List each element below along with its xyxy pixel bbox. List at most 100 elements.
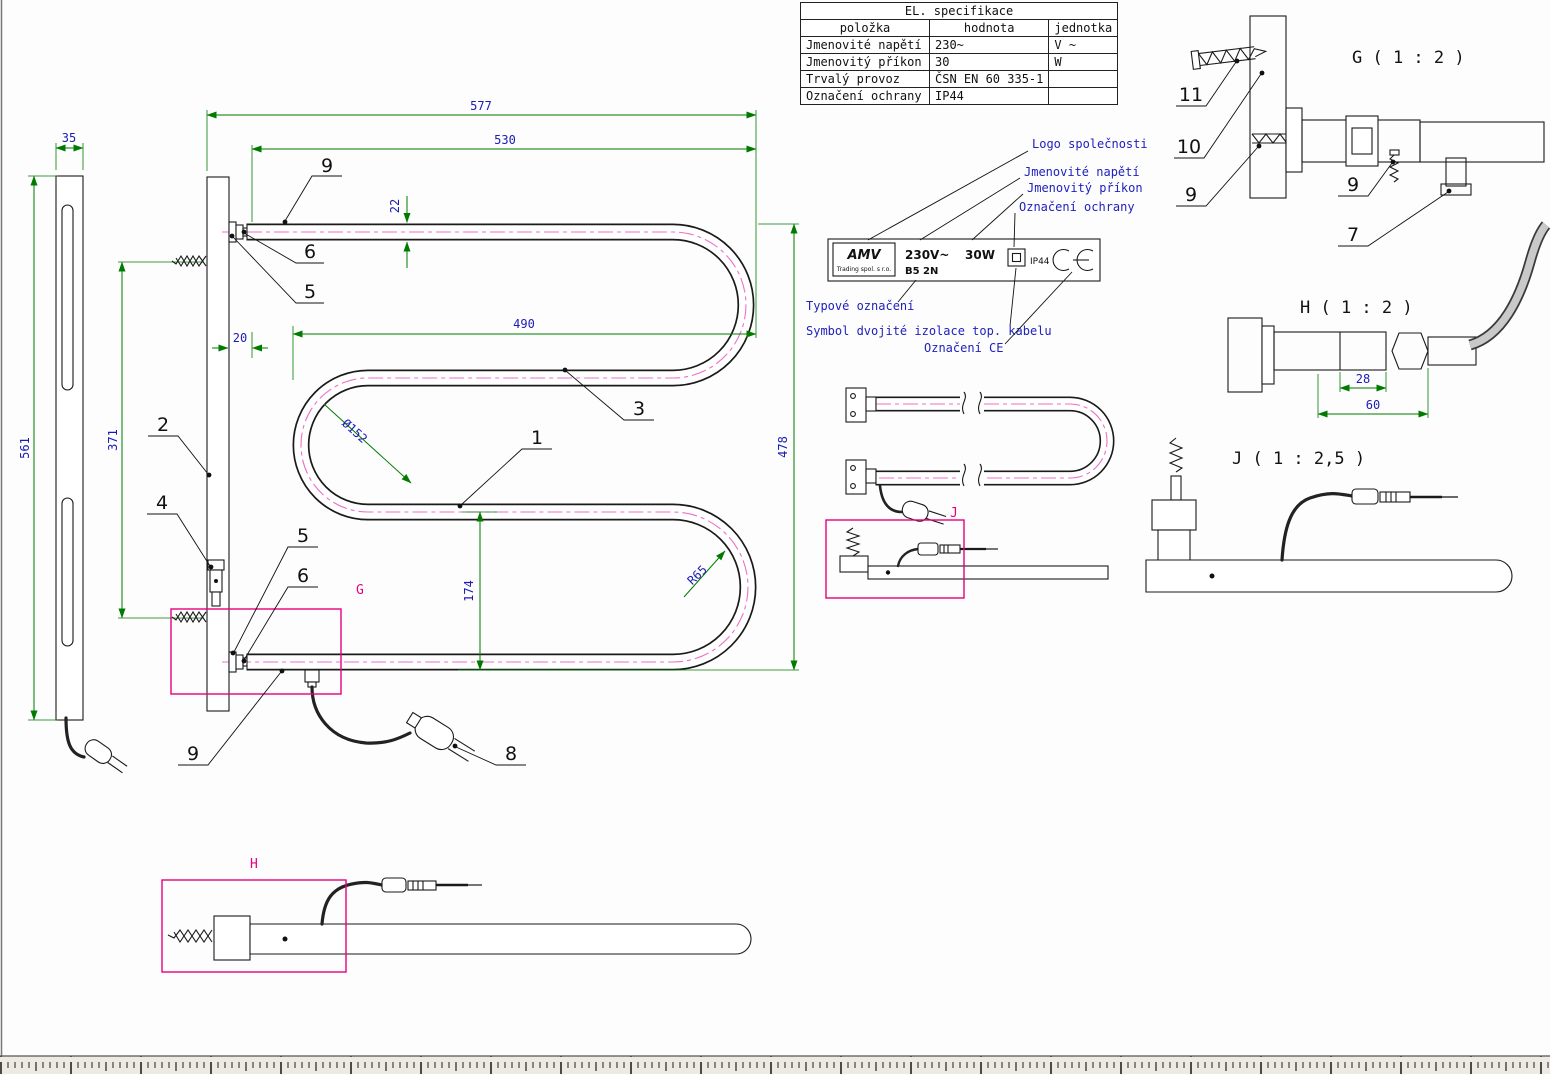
power-cord	[304, 669, 476, 762]
dim-530: 530	[494, 133, 516, 147]
connector-j	[1351, 488, 1458, 505]
side-slot-top	[61, 204, 74, 391]
callout-9-bottom: 9	[187, 743, 199, 765]
wall-brackets-mid	[845, 387, 877, 495]
annotation-ce: Označení CE	[924, 341, 1003, 355]
heating-tube	[246, 223, 757, 671]
mid-cable	[878, 484, 904, 514]
wall-section-h	[1227, 317, 1263, 393]
side-cable	[64, 716, 86, 759]
screw-9-wall	[1251, 133, 1287, 144]
detail-g: G ( 1 : 2 ) 11 10 9	[1174, 15, 1545, 247]
cable-gland	[207, 559, 225, 607]
annotation-protection: Označení ochrany	[1019, 200, 1135, 214]
dim-577: 577	[470, 99, 492, 113]
spec-col-item: položka	[800, 19, 930, 37]
main-dimensions: 577 530 22 490 20 478 174 Ø152 R65	[206, 99, 799, 671]
main-callouts: 9 6 5 2 4 5 6 3 1 9 8	[147, 155, 654, 766]
spec-table-title: EL. specifikace	[799, 2, 1119, 20]
callout-1: 1	[531, 427, 543, 449]
rail-bottom	[249, 923, 752, 955]
side-slot-bottom	[61, 497, 74, 647]
connector-bottom	[381, 877, 482, 893]
callout-2: 2	[157, 414, 169, 436]
mounting-bar	[206, 176, 230, 712]
section-box-j	[825, 519, 965, 599]
label-ip: IP44	[1030, 257, 1050, 267]
annotation-voltage: Jmenovité napětí	[1024, 165, 1140, 179]
callout-3: 3	[633, 398, 645, 420]
annotation-logo: Logo společnosti	[1032, 137, 1148, 151]
side-profile	[55, 175, 84, 721]
side-view: 35 561 371	[18, 131, 204, 774]
section-box-h	[161, 879, 347, 973]
dim-490: 490	[513, 317, 535, 331]
bracket-plate	[1285, 107, 1303, 173]
spec-row-power: Jmenovitý příkon 30 W	[800, 53, 1119, 71]
dim-22: 22	[388, 199, 402, 213]
dim-371: 371	[106, 429, 120, 451]
wall-anchor-bottom	[171, 610, 207, 624]
dim-174: 174	[462, 580, 476, 602]
callout-6-top: 6	[304, 241, 316, 263]
power-plug	[405, 711, 476, 762]
bottom-view: H	[161, 857, 752, 973]
screw-j	[1168, 437, 1184, 501]
end-block	[213, 915, 251, 961]
dim-20: 20	[233, 331, 247, 345]
dim-35: 35	[62, 131, 76, 145]
callout-6-bottom: 6	[297, 565, 309, 587]
callout-9-top: 9	[321, 155, 333, 177]
callout-9-detail-right: 9	[1347, 174, 1359, 196]
spec-col-unit: jednotka	[1048, 19, 1119, 37]
callout-10: 10	[1177, 136, 1201, 158]
mid-tube	[875, 386, 1115, 488]
spec-table: EL. specifikace položka hodnota jednotka…	[799, 2, 1119, 105]
mid-view: J	[825, 386, 1115, 599]
cable-j	[1280, 492, 1354, 562]
ruler-strip	[0, 1055, 1550, 1074]
detail-g-title: G ( 1 : 2 )	[1352, 48, 1465, 68]
section-letter-h: H	[250, 857, 258, 872]
spec-col-value: hodnota	[928, 19, 1050, 37]
spec-row-voltage: Jmenovité napětí 230~ V ~	[800, 36, 1119, 54]
callout-7: 7	[1347, 224, 1359, 246]
ce-mark-icon	[1052, 248, 1094, 272]
screw-bottom	[167, 929, 213, 944]
callout-9-detail-left: 9	[1185, 184, 1197, 206]
bracket-body-h	[1273, 331, 1387, 371]
tube-section-h	[1427, 336, 1477, 366]
dim-28: 28	[1356, 372, 1370, 386]
spec-row-operation: Trvalý provoz ČSN EN 60 335-1	[800, 70, 1119, 88]
main-view: G	[170, 176, 757, 762]
rating-label: AMV Trading spol. s r.o. 230V~ 30W B5 2N…	[806, 137, 1148, 355]
tube-centerline	[247, 231, 749, 663]
section-letter-g: G	[356, 583, 364, 598]
label-voltage: 230V~	[905, 248, 949, 262]
callout-11: 11	[1179, 84, 1203, 106]
label-plate	[827, 238, 1101, 282]
label-power: 30W	[965, 248, 995, 262]
dim-561: 561	[18, 437, 32, 459]
mid-anchor-assembly	[839, 527, 1109, 580]
screw-11-icon	[1190, 46, 1268, 70]
spec-row-protection: Označení ochrany IP44	[800, 87, 1119, 105]
callout-8: 8	[505, 743, 517, 765]
annotation-insulation: Symbol dvojité izolace top. kabelu	[806, 324, 1052, 338]
screw-9-small	[1388, 149, 1400, 183]
double-insulation-icon	[1007, 248, 1026, 267]
rail-j	[1145, 559, 1513, 593]
annotation-type: Typové označení	[806, 299, 914, 313]
callout-5-bottom: 5	[297, 525, 309, 547]
callout-4: 4	[156, 492, 168, 514]
label-type-code: B5 2N	[905, 266, 938, 277]
detail-h: H ( 1 : 2 ) 28 60	[1227, 221, 1550, 418]
mid-plug	[901, 500, 947, 525]
detail-h-title: H ( 1 : 2 )	[1300, 298, 1413, 318]
callout-5-top: 5	[304, 281, 316, 303]
detail-j-title: J ( 1 : 2,5 )	[1232, 449, 1365, 469]
dim-r65: R65	[685, 563, 710, 588]
tube-section-g	[1419, 121, 1545, 163]
